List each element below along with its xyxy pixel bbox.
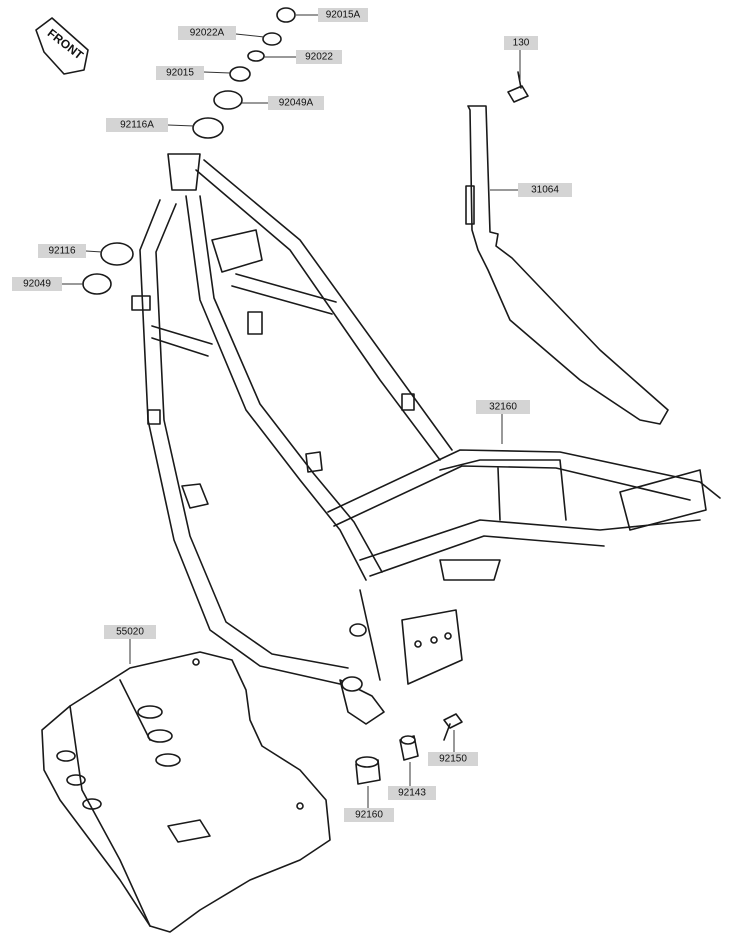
callout-130-text: 130 (513, 38, 530, 49)
front-arrow-indicator: FRONT (35, 17, 89, 75)
callout-92015-text: 92015 (166, 68, 194, 79)
bearing-92049a (213, 90, 243, 110)
callout-92015a-text: 92015A (326, 10, 361, 21)
callout-55020-text: 55020 (116, 627, 144, 638)
callout-92116: 92116 (38, 244, 86, 258)
washer-92022 (247, 50, 265, 62)
bearing-92116a (192, 117, 224, 139)
nut-92015a (276, 7, 296, 23)
callout-130: 130 (504, 36, 538, 50)
callout-92022a: 92022A (178, 26, 236, 40)
bearing-92116 (100, 242, 134, 266)
callout-92150: 92150 (428, 752, 478, 766)
main-frame-32160 (131, 153, 721, 725)
callout-55020: 55020 (104, 625, 156, 639)
callout-92049-text: 92049 (23, 279, 51, 290)
callout-92015: 92015 (156, 66, 204, 80)
callout-92049a: 92049A (268, 96, 324, 110)
callout-92116a-text: 92116A (120, 120, 154, 131)
bolt-130 (507, 71, 529, 103)
leader-lines (62, 14, 521, 810)
callout-92049: 92049 (12, 277, 62, 291)
bearing-92049 (82, 273, 112, 295)
steering-bearing-stack (82, 7, 296, 295)
callout-92160: 92160 (344, 808, 394, 822)
callout-31064-text: 31064 (531, 185, 559, 196)
nut-92015 (229, 66, 251, 82)
callout-92116-text: 92116 (48, 246, 76, 257)
callout-92143-text: 92143 (398, 788, 426, 799)
callout-31064: 31064 (518, 183, 572, 197)
bolt-92150 (443, 713, 463, 729)
callout-32160-text: 32160 (489, 402, 517, 413)
callout-92150-text: 92150 (439, 754, 467, 765)
callout-92049a-text: 92049A (279, 98, 314, 109)
callout-92022a-text: 92022A (190, 28, 225, 39)
washer-92022a (262, 32, 282, 46)
callout-92022: 92022 (296, 50, 342, 64)
callout-92022-text: 92022 (305, 52, 333, 63)
hardware-lower (355, 713, 463, 785)
callout-92116a: 92116A (106, 118, 168, 132)
callout-92160-text: 92160 (355, 810, 383, 821)
callout-92015a: 92015A (318, 8, 368, 22)
callout-32160: 32160 (476, 400, 530, 414)
callout-92143: 92143 (388, 786, 436, 800)
seat-rail-31064 (465, 105, 669, 425)
skid-plate-55020 (41, 651, 331, 933)
